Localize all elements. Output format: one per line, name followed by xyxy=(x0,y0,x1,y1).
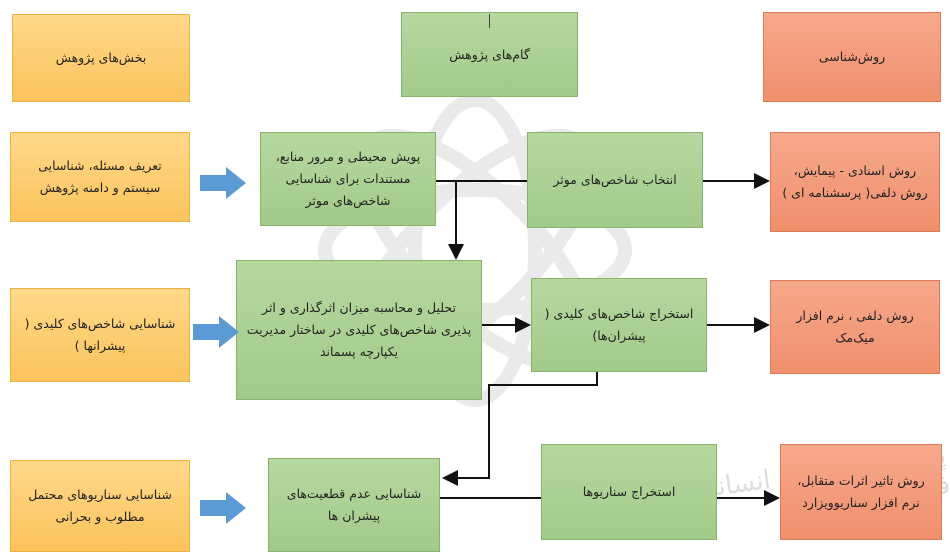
header-sections: بخش‌های پژوهش xyxy=(12,14,190,102)
step-environmental-scan: پویش محیطی و مرور منابع، مستندات برای شن… xyxy=(260,132,436,226)
section-key-indicators: شناسایی شاخص‌های کلیدی ( پیشرانها ) xyxy=(10,288,190,382)
step-select-indicators: انتخاب شاخص‌های موثر xyxy=(527,132,703,228)
method-delphi-micmac: روش دلفی ، نرم افزار میک‌مک xyxy=(770,280,940,374)
step-extract-scenarios: استخراج سناریوها xyxy=(541,444,717,540)
section-scenarios: شناسایی سناریوهای محتمل مطلوب و بحرانی xyxy=(10,460,190,552)
method-cross-impact: روش تاثیر اثرات متقابل، نرم افزار سناریو… xyxy=(780,444,942,540)
step-extract-drivers: استخراج شاخص‌های کلیدی ( پیشران‌ها) xyxy=(531,278,707,372)
step-impact-analysis: تحلیل و محاسبه میزان اثرگذاری و اثر پذیر… xyxy=(236,260,482,400)
header-methodology: روش‌شناسی xyxy=(763,12,941,102)
block-arrow-right-icon xyxy=(200,492,246,524)
block-arrow-right-icon xyxy=(200,167,246,199)
header-tick xyxy=(489,14,490,28)
step-uncertainties: شناسایی عدم قطعیت‌های پیشران ها xyxy=(268,458,440,552)
section-problem-definition: تعریف مسئله، شناسایی سیستم و دامنه پژوهش xyxy=(10,132,190,222)
block-arrow-right-icon xyxy=(193,316,239,348)
method-documentary-delphi: روش اسنادی - پیمایش، روش دلفی( پرسشنامه … xyxy=(770,132,940,232)
connector-arrow xyxy=(442,372,598,486)
